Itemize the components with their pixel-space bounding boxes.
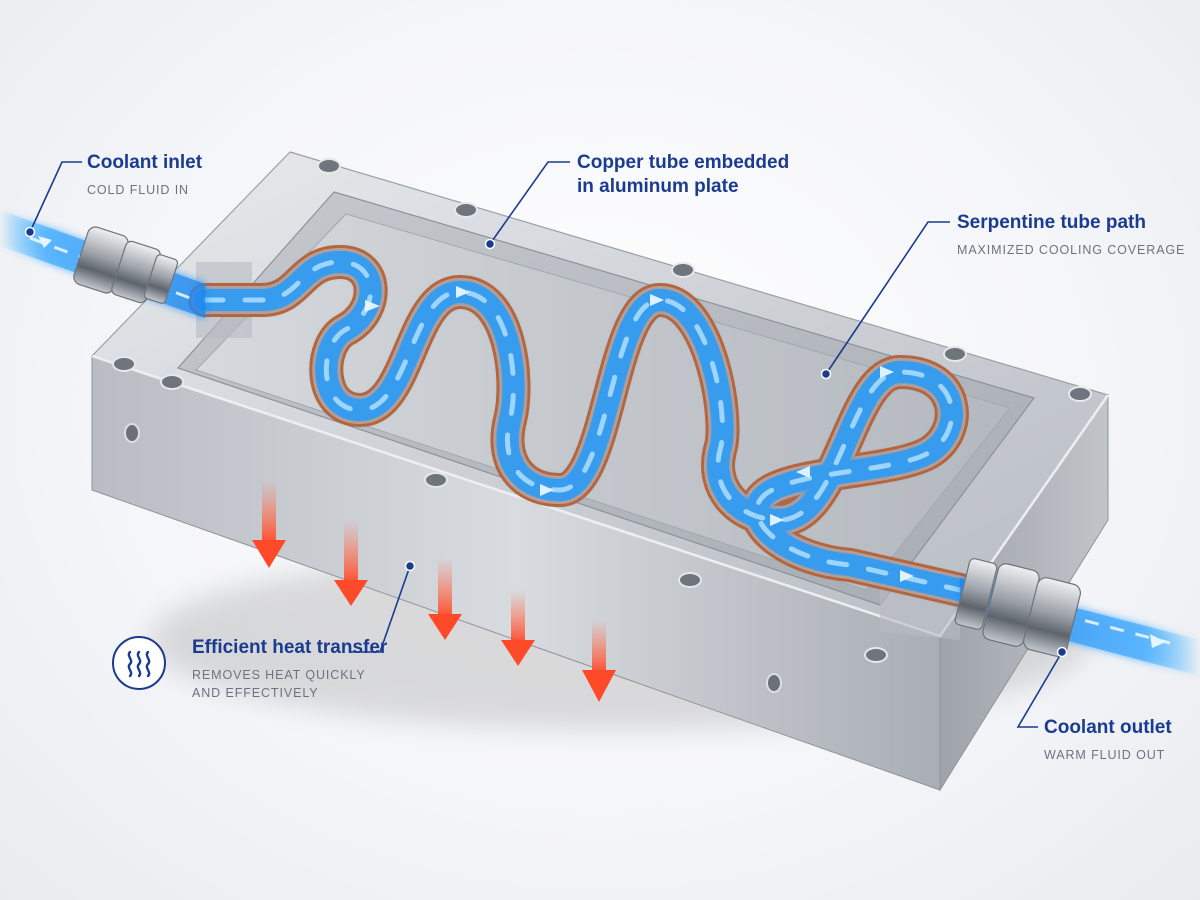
heat-arrow: [334, 520, 368, 606]
leader-outlet: [1016, 651, 1063, 728]
callout-subtitle: MAXIMIZED COOLING COVERAGE: [957, 243, 1186, 257]
leader-dot: [1056, 646, 1068, 658]
inlet-fitting: [73, 226, 179, 304]
leader-heat: [350, 565, 411, 653]
callout-serpentine-path: Serpentine tube path MAXIMIZED COOLING C…: [957, 211, 1185, 259]
leader-serpentine: [825, 221, 950, 375]
leader-dot: [24, 226, 36, 238]
heat-arrow: [582, 620, 616, 702]
callout-title-line2: in aluminum plate: [577, 176, 739, 197]
leader-inlet: [29, 161, 82, 233]
callout-coolant-inlet: Coolant inlet COLD FLUID IN: [87, 151, 202, 199]
callout-subtitle: WARM FLUID OUT: [1044, 748, 1166, 762]
leader-dot: [820, 368, 832, 380]
heat-arrows: [252, 480, 616, 702]
callout-title: Coolant inlet: [87, 152, 203, 173]
callout-title: Coolant outlet: [1044, 717, 1172, 738]
serpentine-tube: [188, 245, 977, 607]
callout-subtitle-line2: AND EFFECTIVELY: [192, 686, 319, 700]
leader-dot: [484, 238, 496, 250]
heat-waves-icon: [112, 636, 166, 690]
callout-title: Efficient heat transfer: [192, 637, 388, 658]
leader-copper: [489, 161, 570, 245]
heat-arrow: [428, 558, 462, 640]
callout-subtitle: COLD FLUID IN: [87, 183, 189, 197]
mounting-holes: [112, 158, 1092, 663]
callout-title-line1: Copper tube embedded: [577, 152, 790, 173]
leader-dot: [404, 560, 416, 572]
callout-copper-tube: Copper tube embedded in aluminum plate: [577, 151, 789, 199]
outlet-fitting: [954, 558, 1081, 657]
heat-arrow: [501, 590, 535, 666]
flow-arrows: [365, 286, 914, 582]
callout-heat-transfer: Efficient heat transfer REMOVES HEAT QUI…: [192, 636, 387, 702]
callout-title: Serpentine tube path: [957, 212, 1146, 233]
callout-coolant-outlet: Coolant outlet WARM FLUID OUT: [1044, 716, 1172, 764]
callout-subtitle-line1: REMOVES HEAT QUICKLY: [192, 668, 366, 682]
front-holes: [124, 423, 782, 693]
leader-lines: [24, 161, 1068, 728]
heat-arrow: [252, 480, 286, 568]
